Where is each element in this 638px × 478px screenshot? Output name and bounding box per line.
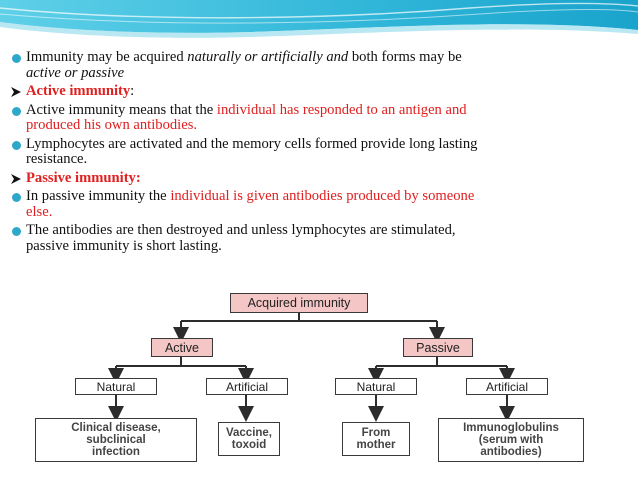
bullet-line: passive immunity is short lasting. bbox=[26, 237, 626, 255]
text-segment: Passive immunity: bbox=[26, 169, 141, 186]
top-banner bbox=[0, 0, 638, 46]
natural-box-active: Natural bbox=[75, 378, 157, 395]
leaf-vaccine-text: Vaccine,toxoid bbox=[226, 427, 272, 451]
arrow-bullet-icon bbox=[6, 171, 26, 185]
bullet-line: Immunity may be acquired naturally or ar… bbox=[26, 49, 626, 66]
leaf-line: Clinical disease, bbox=[71, 422, 161, 434]
text-segment: Active immunity bbox=[26, 83, 131, 99]
bullet-item: In passive immunity the individual is gi… bbox=[6, 188, 626, 221]
text-segment: The antibodies are then destroyed and un… bbox=[26, 222, 456, 238]
text-segment: : bbox=[130, 83, 135, 99]
bullet-line: Lymphocytes are activated and the memory… bbox=[26, 135, 626, 153]
bullet-item: Lymphocytes are activated and the memory… bbox=[6, 135, 626, 168]
bullet-line: The antibodies are then destroyed and un… bbox=[26, 222, 626, 239]
bullet-line: Active immunity: bbox=[26, 83, 626, 100]
text-segment: Immunity may be acquired bbox=[26, 49, 188, 65]
bullet-text: In passive immunity the individual is gi… bbox=[26, 188, 626, 221]
leaf-vaccine: Vaccine,toxoid bbox=[218, 422, 280, 456]
leaf-line: Vaccine, bbox=[225, 427, 273, 439]
text-segment: passive immunity is short lasting. bbox=[26, 237, 222, 254]
bullet-text: Active immunity: bbox=[26, 83, 626, 100]
artificial-box-active: Artificial bbox=[206, 378, 288, 395]
leaf-line: Immunoglobulins bbox=[463, 422, 559, 434]
text-segment: individual has responded to an antigen a… bbox=[216, 101, 467, 118]
artificial-box-passive: Artificial bbox=[466, 378, 548, 395]
bullet-line: else. bbox=[26, 203, 626, 221]
bullet-text: Immunity may be acquired naturally or ar… bbox=[26, 49, 626, 82]
bullet-text: Lymphocytes are activated and the memory… bbox=[26, 135, 626, 168]
text-segment: Lymphocytes are activated and the memory… bbox=[26, 135, 478, 152]
leaf-line: antibodies) bbox=[480, 446, 542, 458]
bullet-item: Active immunity means that the individua… bbox=[6, 101, 626, 134]
leaf-line: subclinical bbox=[86, 434, 146, 446]
text-segment: active or passive bbox=[26, 64, 125, 81]
heading-item: Passive immunity: bbox=[6, 169, 626, 187]
leaf-line: toxoid bbox=[231, 439, 267, 451]
bullet-line: Active immunity means that the individua… bbox=[26, 101, 626, 119]
bullet-dot-icon bbox=[6, 189, 26, 202]
bullet-text: The antibodies are then destroyed and un… bbox=[26, 222, 626, 255]
bullet-line: produced his own antibodies. bbox=[26, 117, 626, 134]
text-segment: else. bbox=[26, 203, 53, 220]
bullet-text: Active immunity means that the individua… bbox=[26, 101, 626, 134]
leaf-line: mother bbox=[356, 439, 396, 451]
leaf-line: (serum with bbox=[478, 434, 544, 446]
active-box: Active bbox=[151, 338, 213, 357]
bullet-dot-icon bbox=[6, 50, 26, 63]
arrow-bullet-icon bbox=[6, 84, 26, 98]
bullet-dot-icon bbox=[6, 103, 26, 116]
bullet-item: The antibodies are then destroyed and un… bbox=[6, 222, 626, 255]
bullet-gap bbox=[6, 254, 626, 257]
bullet-line: active or passive bbox=[26, 64, 626, 82]
acquired-immunity-box: Acquired immunity bbox=[230, 293, 368, 313]
passive-box: Passive bbox=[403, 338, 473, 357]
text-segment: produced his own antibodies. bbox=[26, 117, 198, 133]
bullet-line: resistance. bbox=[26, 151, 626, 168]
leaf-line: infection bbox=[92, 446, 140, 458]
bullet-dot-icon bbox=[6, 137, 26, 150]
bullet-dot-icon bbox=[6, 223, 26, 236]
text-segment: resistance. bbox=[26, 151, 88, 167]
text-segment: individual is given antibodies produced … bbox=[170, 188, 475, 204]
text-segment: naturally or artificially and bbox=[187, 49, 349, 65]
bullet-list: Immunity may be acquired naturally or ar… bbox=[6, 49, 626, 257]
text-segment: In passive immunity the bbox=[26, 188, 171, 204]
natural-box-passive: Natural bbox=[335, 378, 417, 395]
bullet-text: Passive immunity: bbox=[26, 169, 626, 187]
diagram-connectors bbox=[108, 311, 515, 422]
heading-item: Active immunity: bbox=[6, 83, 626, 100]
bullet-line: In passive immunity the individual is gi… bbox=[26, 188, 626, 205]
acquired-immunity-diagram: Acquired immunity Active Passive Natural… bbox=[20, 288, 614, 472]
text-segment: both forms may be bbox=[348, 49, 462, 65]
leaf-line: From bbox=[361, 427, 391, 439]
bullet-line: Passive immunity: bbox=[26, 169, 626, 187]
bullet-item: Immunity may be acquired naturally or ar… bbox=[6, 49, 626, 82]
text-segment: Active immunity means that the bbox=[26, 101, 217, 118]
